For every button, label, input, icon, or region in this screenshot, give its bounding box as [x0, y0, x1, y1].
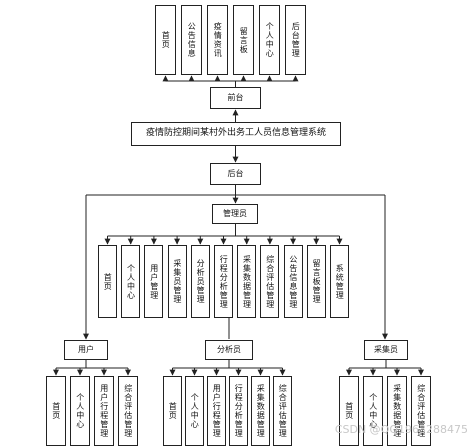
role-module-box: 采集数据管理: [251, 376, 270, 446]
admin-module-box: 分析员管理: [190, 245, 210, 318]
front-module-box: 个人中心: [259, 5, 280, 75]
back-node: 后台: [210, 163, 261, 185]
role-module-box: 个人中心: [185, 376, 204, 446]
system-title: 疫情防控期间某村外出务工人员信息管理系统: [131, 122, 341, 146]
admin-module-box: 采集员管理: [167, 245, 187, 318]
role-module-box: 首页: [46, 376, 66, 446]
role-node: 用户: [64, 340, 108, 360]
admin-module-box: 首页: [98, 245, 117, 318]
admin-module-box: 留言板管理: [306, 245, 326, 318]
admin-node: 管理员: [212, 204, 258, 224]
front-module-box: 首页: [155, 5, 176, 75]
role-module-box: 综合评估管理: [273, 376, 292, 446]
role-module-box: 综合评估管理: [411, 376, 431, 446]
admin-module-box: 采集数据管理: [237, 245, 257, 318]
front-module-box: 公告信息: [181, 5, 202, 75]
front-module-box: 后台管理: [285, 5, 306, 75]
admin-module-box: 个人中心: [121, 245, 141, 318]
role-module-box: 个人中心: [70, 376, 90, 446]
front-node: 前台: [210, 87, 261, 109]
role-module-box: 首页: [163, 376, 182, 446]
front-module-box: 疫情资讯: [207, 5, 228, 75]
admin-module-box: 行程分析管理: [214, 245, 233, 318]
admin-module-box: 用户管理: [144, 245, 164, 318]
admin-module-box: 综合评估管理: [260, 245, 280, 318]
watermark-text: CSDN @QQ1963288475: [334, 423, 468, 436]
role-module-box: 用户行程管理: [94, 376, 114, 446]
role-module-box: 用户行程管理: [207, 376, 226, 446]
role-module-box: 行程分析管理: [229, 376, 248, 446]
front-module-box: 留言板: [233, 5, 254, 75]
role-node: 分析员: [205, 340, 253, 360]
role-module-box: 综合评估管理: [118, 376, 138, 446]
role-node: 采集员: [364, 340, 408, 360]
admin-module-box: 公告信息管理: [283, 245, 303, 318]
admin-module-box: 系统管理: [330, 245, 349, 318]
